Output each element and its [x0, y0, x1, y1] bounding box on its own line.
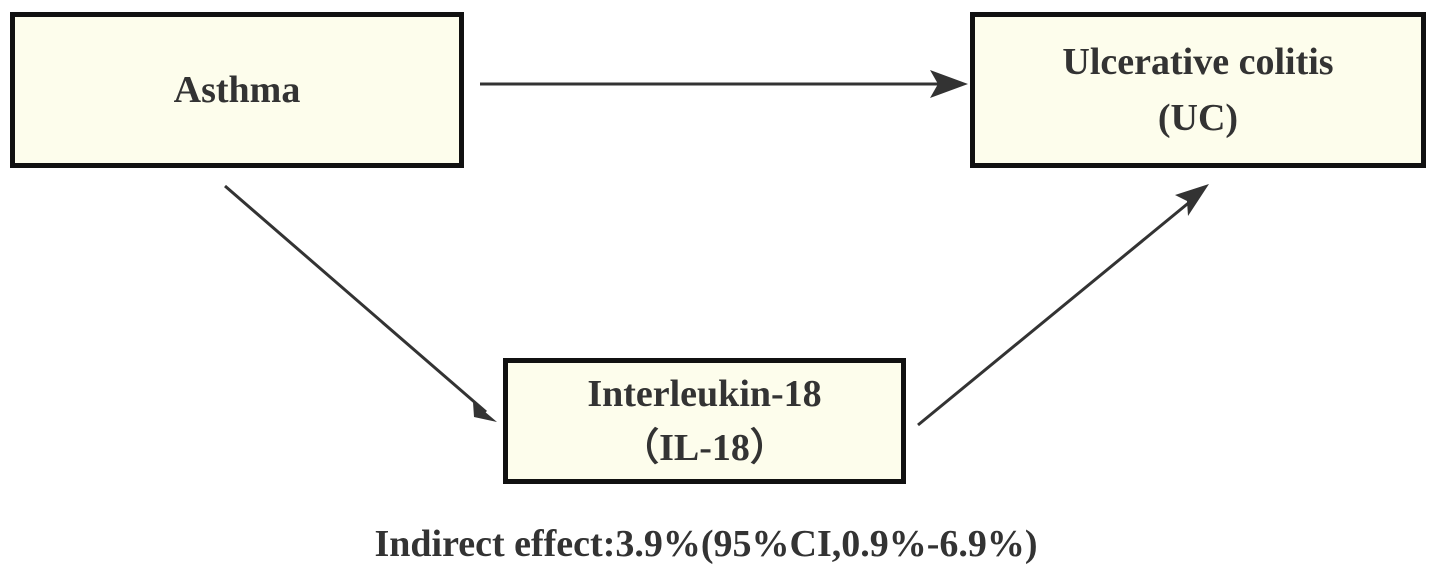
node-uc-label-line2: (UC): [1157, 97, 1239, 139]
node-ulcerative-colitis: Ulcerative colitis (UC): [970, 12, 1426, 168]
node-uc-label-line1: Ulcerative colitis: [1062, 41, 1334, 83]
arrowhead-to-uc: [1175, 184, 1209, 216]
node-interleukin-18: Interleukin-18 （IL-18）: [503, 358, 906, 484]
arrowhead-to-il18: [464, 394, 497, 422]
node-il18-label-line2: （IL-18）: [621, 427, 788, 469]
arrow-asthma-to-il18: [224, 184, 487, 414]
arrow-il18-to-uc: [917, 194, 1198, 427]
indirect-effect-footnote: Indirect effect:3.9%(95%CI,0.9%-6.9%): [374, 523, 1038, 565]
node-il18-label-line1: Interleukin-18: [587, 373, 822, 415]
node-asthma: Asthma: [10, 12, 464, 168]
node-asthma-label: Asthma: [173, 69, 301, 111]
arrowhead-direct: [930, 70, 968, 98]
